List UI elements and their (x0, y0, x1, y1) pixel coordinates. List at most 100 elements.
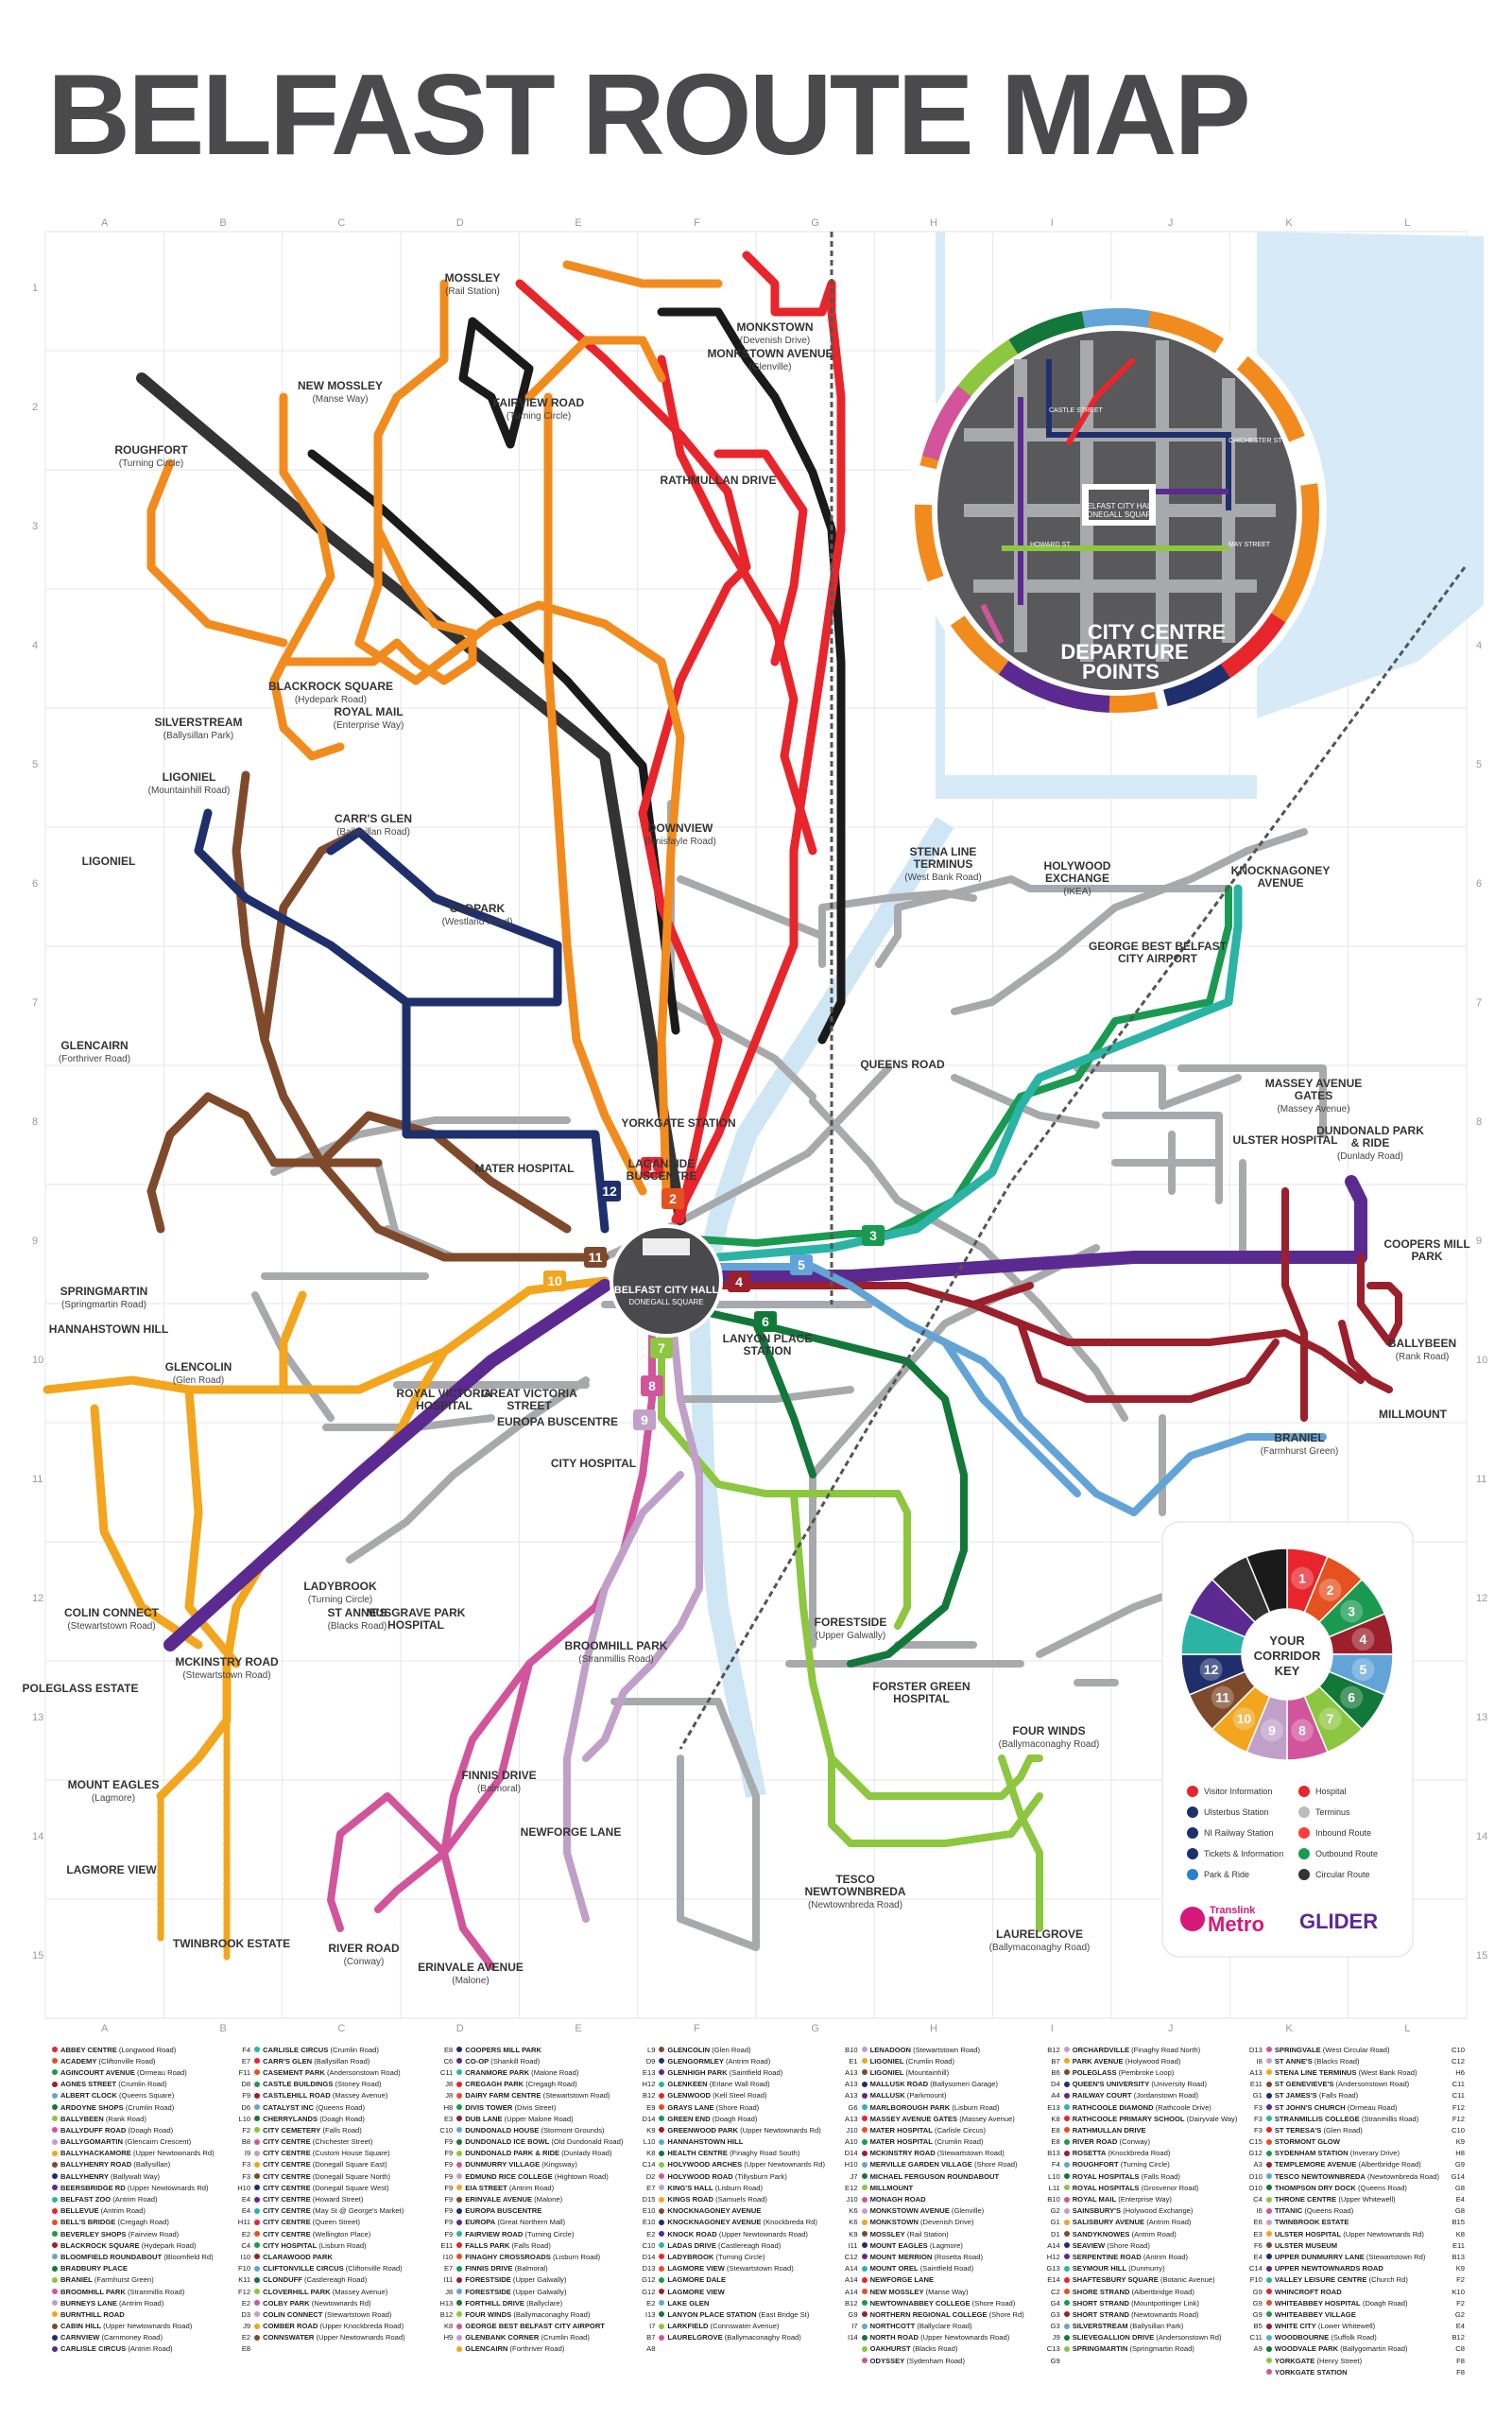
route-line-12 (326, 827, 610, 1234)
index-route-dot (861, 2276, 868, 2283)
corridor-badge-label: 6 (762, 1314, 769, 1329)
index-place-name: ST JOHN'S CHURCH (Ormeau Road) (1274, 2102, 1398, 2112)
index-entry: KINGS ROAD (Samuels Road)J10 (659, 2193, 858, 2204)
key-legend-item: Hospital (1298, 1786, 1347, 1797)
place-riverroad: RIVER ROAD(Conway) (328, 1942, 400, 1967)
index-entry: ROYAL HOSPITALS (Grosvenor Road)D10 (1063, 2182, 1263, 2193)
index-grid-ref: B12 (1047, 2045, 1060, 2054)
place-sub: (Ballymaconaghy Road) (999, 1739, 1100, 1750)
index-route-dot (52, 2104, 58, 2111)
index-route-dot (456, 2254, 463, 2260)
index-entry: FORESTSIDE (Upper Galwally)G12 (456, 2286, 655, 2297)
grid-row-label: 1 (32, 283, 38, 294)
index-route-dot (1063, 2254, 1070, 2260)
place-name: POLEGLASS ESTATE (23, 1682, 139, 1695)
key-legend-item: Visitor Information (1187, 1786, 1272, 1797)
index-grid-ref: K9 (849, 2229, 858, 2238)
index-place-name: THOMPSON DRY DOCK (Queens Road) (1274, 2183, 1407, 2192)
index-entry: TEMPLEMORE AVENUE (Albertbridge Road)G9 (1265, 2159, 1465, 2170)
route-map: AABBCCDDEEFFGGHHIIJJKKLL1122334455667788… (23, 217, 1488, 2034)
index-entry: GLENBANK CORNER (Crumlin Road)B7 (456, 2332, 655, 2343)
index-grid-ref: E8 (1051, 2125, 1060, 2135)
index-place-name: ODYSSEY (Sydenham Road) (869, 2356, 966, 2365)
index-route-dot (1063, 2081, 1070, 2087)
corridor-badge-bg (728, 1271, 750, 1292)
index-place-name: KNOCK ROAD (Upper Newtownards Road) (667, 2229, 808, 2238)
index-route-dot (659, 2047, 665, 2053)
place-labels: MOSSLEY(Rail Station)NEW MOSSLEY(Manse W… (23, 271, 1470, 1986)
index-entry: MONKSTOWN AVENUE (Glenville)G2 (861, 2205, 1060, 2217)
index-place-name: BEVERLEY SHOPS (Fairview Road) (60, 2229, 180, 2238)
index-route-dot (254, 2138, 261, 2145)
key-legend-item: NI Railway Station (1187, 1827, 1274, 1839)
index-grid-ref: C11 (1249, 2333, 1263, 2342)
index-grid-ref: C11 (1452, 2080, 1465, 2089)
index-place-name: CITY CENTRE (Wellington Place) (263, 2229, 371, 2238)
index-place-name: OAKHURST (Blacks Road) (869, 2344, 958, 2354)
index-entry: SLIEVEGALLION DRIVE (Andersonstown Rd)C1… (1063, 2332, 1263, 2343)
key-wheel-label: 4 (1360, 1632, 1367, 1647)
index-grid-ref: C12 (1452, 2056, 1465, 2066)
index-grid-ref: E9 (646, 2102, 656, 2112)
index-place-name: LANYON PLACE STATION (East Bridge St) (667, 2309, 810, 2319)
place-ballybeen: BALLYBEEN(Rank Road) (1388, 1337, 1456, 1362)
index-place-name: ROUGHFORT (Turning Circle) (1072, 2160, 1170, 2169)
index-grid-ref: F8 (1456, 2367, 1465, 2377)
index-entry: CATALYST INC (Queens Road)H8 (254, 2101, 453, 2113)
index-route-dot (1265, 2092, 1272, 2099)
grid-col-label: B (219, 2023, 226, 2034)
index-entry: SEAVIEW (Shore Road)F6 (1063, 2239, 1263, 2251)
route-line-g1-west (163, 1279, 611, 1651)
index-route-dot (1265, 2345, 1272, 2352)
index-place-name: FORESTSIDE (Upper Galwally) (465, 2275, 567, 2285)
index-route-dot (861, 2345, 868, 2352)
index-grid-ref: B12 (845, 2298, 858, 2308)
index-grid-ref: F10 (238, 2264, 251, 2273)
grid-row-label: 8 (32, 1116, 38, 1128)
index-entry: CREGAGH PARK (Cregagh Road)H12 (456, 2079, 655, 2090)
index-place-name: GRAYS LANE (Shore Road) (667, 2102, 760, 2112)
index-entry: FALLS PARK (Falls Road)C10 (456, 2239, 655, 2251)
key-legend-label: Terminus (1315, 1807, 1350, 1817)
index-entry: NORTH ROAD (Upper Newtownards Road)J9 (861, 2332, 1060, 2343)
index-entry: FOUR WINDS (Ballymaconaghy Road)I13 (456, 2308, 655, 2320)
index-entry: MCKINSTRY ROAD (Stewartstown Road)B13 (861, 2148, 1060, 2159)
index-place-name: ARDOYNE SHOPS (Crumlin Road) (60, 2102, 175, 2112)
index-entry: DUNMURRY VILLAGE (Kingsway)C14 (456, 2159, 655, 2170)
place-name: MOSSLEY (445, 271, 501, 285)
index-entry: MOUNT OREL (Saintfield Road)G13 (861, 2263, 1060, 2274)
index-entry: RATHCOOLE DIAMOND (Rathcoole Drive)F3 (1063, 2101, 1263, 2113)
index-entry: MATER HOSPITAL (Crumlin Road)E8 (861, 2136, 1060, 2148)
index-entry: CITY HOSPITAL (Lisburn Road)E11 (254, 2239, 453, 2251)
place-name: RIVER ROAD (328, 1942, 400, 1955)
index-entry: FAIRVIEW ROAD (Turning Circle)E2 (456, 2228, 655, 2239)
route-line-11 (232, 770, 610, 1262)
index-route-dot (659, 2092, 665, 2099)
index-grid-ref: D6 (241, 2102, 251, 2112)
index-route-dot (659, 2081, 665, 2087)
place-name: ROYAL VICTORIA (396, 1387, 491, 1400)
index-place-name: STENA LINE TERMINUS (West Bank Road) (1274, 2067, 1418, 2077)
index-route-dot (1063, 2092, 1070, 2099)
index-entry: MOSSLEY (Rail Station)D1 (861, 2228, 1060, 2239)
index-grid-ref: B10 (1047, 2195, 1060, 2204)
index-place-name: WOODBOURNE (Suffolk Road) (1274, 2333, 1377, 2342)
key-legend-icon (1298, 1869, 1310, 1880)
index-grid-ref: F9 (242, 2091, 251, 2100)
place-sub: (Manse Way) (312, 394, 368, 405)
index-route-dot (1265, 2196, 1272, 2203)
index-entry: ST ANNE'S (Blacks Road)C12 (1265, 2055, 1465, 2066)
index-route-dot (254, 2185, 261, 2191)
index-grid-ref: L10 (643, 2137, 656, 2147)
index-entry: CITY CENTRE (Custom House Square)F9 (254, 2148, 453, 2159)
place-monkstown: MONKSTOWN(Devenish Drive) (736, 320, 813, 346)
place-finnis: FINNIS DRIVE(Balmoral) (461, 1769, 536, 1794)
index-grid-ref: A13 (1249, 2067, 1263, 2077)
index-route-dot (861, 2311, 868, 2318)
place-sub: (Dunlady Road) (1337, 1151, 1403, 1162)
index-route-dot (254, 2334, 261, 2341)
